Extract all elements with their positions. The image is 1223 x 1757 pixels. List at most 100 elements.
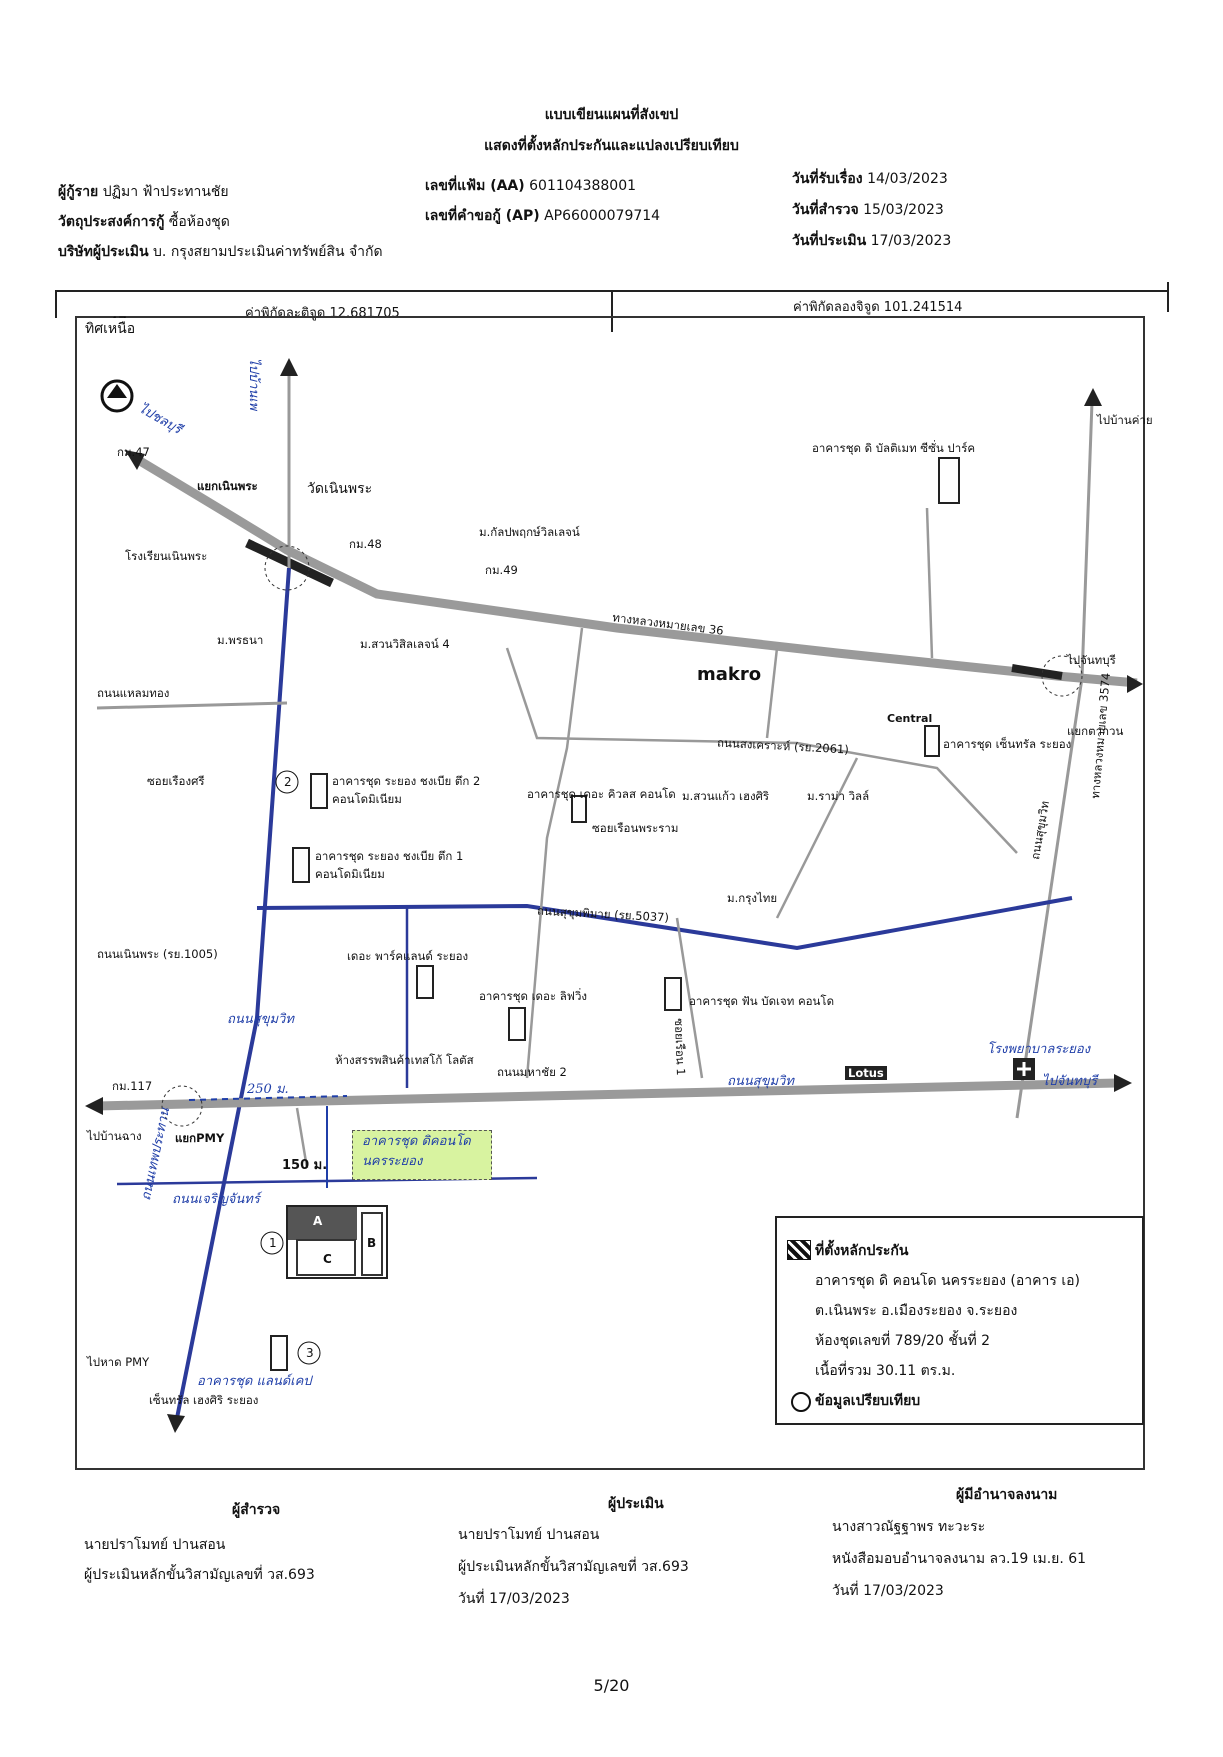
borrower-row: ผู้กู้ราย ปฏิมา ฟ้าประทานชัย bbox=[58, 181, 229, 203]
request-no-label: เลขที่คำขอกู้ (AP) bbox=[425, 208, 540, 224]
road-laem-thong bbox=[96, 701, 288, 710]
junction-noen-phra-circle bbox=[264, 545, 310, 591]
condo3-label: อาคารชุด แลนด์เคป bbox=[197, 1374, 312, 1389]
surveyor-name: นายปราโมทย์ ปานสอน bbox=[84, 1537, 226, 1553]
coords-left-tick bbox=[55, 290, 57, 318]
condo-parkland-icon bbox=[416, 965, 434, 999]
village-suan-thip-label: ม.สวนวิสิลเลจน์ 4 bbox=[360, 637, 450, 651]
appraisal-label: วันที่ประเมิน bbox=[792, 233, 867, 249]
to-ban-chang-label: ไปบ้านฉาง bbox=[87, 1129, 142, 1143]
marker-3-label: 3 bbox=[306, 1346, 314, 1360]
appraiser-license: ผู้ประเมินหลักขั้นวิสามัญเลขที่ วส.693 bbox=[458, 1559, 689, 1575]
legend-line3: ห้องชุดเลขที่ 789/20 ชั้นที่ 2 bbox=[815, 1333, 991, 1349]
condo-mid-label: อาคารชุด เดอะ คิวลส คอนโด bbox=[527, 787, 676, 801]
road-laem-thong-label: ถนนแหลมทอง bbox=[97, 686, 170, 700]
appraiser-company-row: บริษัทผู้ประเมิน บ. กรุงสยามประเมินค่าทร… bbox=[58, 241, 383, 263]
survey-value: 15/03/2023 bbox=[863, 202, 944, 218]
marker-2-label: 2 bbox=[284, 775, 292, 789]
coords-right-tick bbox=[1167, 282, 1169, 312]
junction-pmy-circle bbox=[161, 1085, 203, 1127]
survey-row: วันที่สำรวจ 15/03/2023 bbox=[792, 199, 944, 221]
appraiser-company-label: บริษัทผู้ประเมิน bbox=[58, 244, 149, 260]
junction-east-circle bbox=[1041, 655, 1083, 697]
condo3-icon bbox=[270, 1335, 288, 1371]
condo-central-icon bbox=[924, 725, 940, 757]
soi-thanon-label: ซอยเรือนพระราม bbox=[592, 821, 679, 835]
request-no-value: AP66000079714 bbox=[544, 208, 661, 224]
arrow-pmy-beach bbox=[167, 1414, 185, 1433]
road-mid-connector bbox=[525, 627, 584, 1079]
marker-2-circle bbox=[275, 770, 299, 794]
subject-handwritten-label: อาคารชุด ดิคอนโด นครระยอง bbox=[362, 1134, 471, 1169]
road-sukhumvit-pimai bbox=[256, 896, 1073, 951]
road-east-loop bbox=[775, 757, 859, 919]
received-row: วันที่รับเรื่อง 14/03/2023 bbox=[792, 168, 948, 190]
marker-a-label: A bbox=[313, 1214, 323, 1228]
legend-line2: ต.เนินพระ อ.เมืองระยอง จ.ระยอง bbox=[815, 1303, 1018, 1319]
junction-pmy-label: แยกPMY bbox=[175, 1131, 225, 1145]
soi-yang-label: ซอยเรือน 1 bbox=[672, 1018, 689, 1076]
appraiser-company-value: บ. กรุงสยามประเมินค่าทรัพย์สิน จำกัด bbox=[153, 244, 383, 260]
wat-label: วัดเนินพระ bbox=[307, 481, 373, 497]
marker-1-circle bbox=[260, 1231, 284, 1255]
subject-building-b bbox=[361, 1212, 383, 1276]
marker-1-label: 1 bbox=[269, 1236, 277, 1250]
file-no-value: 601104388001 bbox=[529, 178, 637, 194]
to-ban-phe-label: ไปบ้านเพ bbox=[246, 358, 261, 411]
compare-circle-icon bbox=[791, 1392, 811, 1412]
map-roads bbox=[85, 358, 1143, 1433]
purpose-row: วัตถุประสงค์การกู้ ซื้อห้องชุด bbox=[58, 211, 230, 233]
north-arrow-circle bbox=[100, 379, 134, 413]
north-text: ทิศเหนือ bbox=[85, 318, 136, 340]
borrower-label: ผู้กู้ราย bbox=[58, 184, 99, 200]
purpose-value: ซื้อห้องชุด bbox=[168, 214, 230, 230]
road-chandra-label: ถนนเจริญจันทร์ bbox=[172, 1192, 260, 1207]
subject-site-outline bbox=[286, 1205, 388, 1279]
route-3574 bbox=[1015, 401, 1094, 1119]
condo-top-right-label: อาคารชุด ดิ บัลติเมท ซีซั่น ปาร์ค bbox=[812, 441, 976, 455]
arrow-chanthaburi-top bbox=[1127, 675, 1143, 693]
village-pornsawan-label: ม.พรธนา bbox=[217, 633, 264, 647]
hospital-cross bbox=[1017, 1062, 1031, 1076]
condo2-icon bbox=[310, 773, 328, 809]
surveyor-title: ผู้สำรวจ bbox=[232, 1502, 281, 1518]
distance-250m-label: 250 ม. bbox=[247, 1082, 289, 1097]
condo-mid-icon bbox=[571, 795, 587, 823]
km47-label: กม.47 bbox=[117, 445, 150, 459]
marker-b-label: B bbox=[367, 1236, 377, 1250]
file-no-label: เลขที่แฟ้ม (AA) bbox=[425, 178, 525, 194]
surveyor-license: ผู้ประเมินหลักขั้นวิสามัญเลขที่ วส.693 bbox=[84, 1567, 315, 1583]
legend-collateral-label: ที่ตั้งหลักประกัน bbox=[815, 1243, 909, 1259]
to-chanthaburi-bottom-label: ไปจันทบุรี bbox=[1042, 1074, 1098, 1089]
signer-auth: หนังสือมอบอำนาจลงนาม ลว.19 เม.ย. 61 bbox=[832, 1551, 1087, 1567]
road-noen-phra-vertical bbox=[175, 567, 291, 1419]
highway-36 bbox=[132, 454, 1138, 688]
school-label: โรงเรียนเนินพระ bbox=[125, 549, 208, 563]
highway-36-east-band bbox=[1011, 664, 1063, 680]
road-fun-soi bbox=[675, 917, 704, 1079]
condo3-sub-label: เซ็นทรัล เฮงศิริ ระยอง bbox=[149, 1393, 259, 1407]
map-frame: กม.47 ทิศเหนือ ไปบ้านเพ ไปชลบุรี ไปบ้านค… bbox=[75, 315, 1153, 1470]
appraiser-title: ผู้ประเมิน bbox=[608, 1496, 664, 1512]
junction-noen-phra-label: แยกเนินพระ bbox=[197, 479, 258, 493]
subject-building-a bbox=[287, 1206, 357, 1240]
village-krungthai-label: ม.กรุงไทย bbox=[727, 891, 778, 905]
condo-fun-label: อาคารชุด ฟัน บัดเจท คอนโด bbox=[689, 994, 835, 1008]
makro-label: makro bbox=[697, 664, 762, 685]
borrower-value: ปฏิมา ฟ้าประทานชัย bbox=[102, 184, 229, 200]
collateral-hatch-icon bbox=[787, 1240, 811, 1260]
village-kanlapaphruek-label: ม.กัลปพฤกษ์วิลเลจน์ bbox=[479, 525, 580, 539]
lotus-label: Lotus bbox=[845, 1066, 887, 1080]
km49-label: กม.49 bbox=[485, 563, 518, 577]
road-sukhumvit-main bbox=[96, 1078, 1118, 1111]
arrow-chonburi bbox=[125, 450, 145, 470]
appraiser-name: นายปราโมทย์ ปานสอน bbox=[458, 1527, 600, 1543]
marker-c-label: C bbox=[323, 1252, 332, 1266]
file-no-row: เลขที่แฟ้ม (AA) 601104388001 bbox=[425, 175, 636, 197]
legend-line4: เนื้อที่รวม 30.11 ตร.ม. bbox=[815, 1363, 956, 1379]
hospital-label: โรงพยาบาลระยอง bbox=[987, 1042, 1091, 1057]
road-makro-south bbox=[765, 647, 779, 739]
tesco-label: ห้างสรรพสินค้าเทสโก้ โลตัส bbox=[335, 1053, 474, 1067]
coordinates-divider bbox=[611, 290, 613, 332]
village-suan-kaew-label: ม.สวนแก้ว เฮงศิริ bbox=[682, 789, 770, 803]
